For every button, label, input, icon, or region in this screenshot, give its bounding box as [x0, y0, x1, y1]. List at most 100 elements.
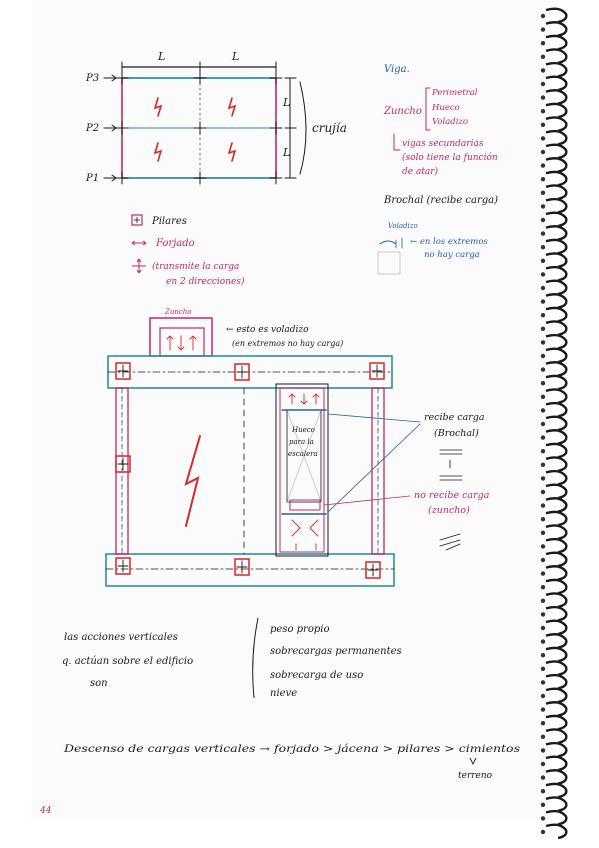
- spiral-loop: [545, 306, 568, 323]
- note-zuncho: Zuncho: [383, 106, 422, 117]
- spiral-hole: [540, 367, 546, 372]
- spiral-loop: [545, 646, 568, 663]
- plan-hueco-label: escalera: [288, 450, 318, 458]
- spiral-loop: [545, 497, 568, 513]
- spiral-loop: [545, 619, 568, 636]
- spiral-hole: [540, 258, 546, 263]
- spiral-loop: [545, 279, 568, 296]
- spiral-loop: [545, 565, 568, 581]
- spiral-loop: [545, 197, 568, 214]
- plan-recibe-carga: (Brochal): [434, 428, 479, 439]
- spiral-hole: [540, 272, 546, 277]
- note-voladizo: ← en los extremos: [410, 237, 488, 247]
- acciones-right: sobrecargas permanentes: [270, 646, 402, 657]
- top-grid-diagram: [103, 61, 307, 185]
- spiral-loop: [545, 741, 568, 758]
- spiral-loop: [545, 456, 568, 472]
- spiral-hole: [540, 109, 546, 114]
- spiral-loop: [545, 687, 568, 704]
- spiral-loop: [545, 320, 568, 336]
- spiral-loop: [545, 401, 568, 418]
- spiral-loop: [545, 129, 568, 146]
- floor-plan: [105, 317, 463, 587]
- note-voladizo: no hay carga: [424, 250, 480, 260]
- span-label: L: [231, 50, 239, 63]
- spiral-loop: [545, 823, 568, 840]
- spiral-hole: [540, 748, 546, 753]
- spiral-hole: [540, 721, 546, 726]
- spiral-loop: [545, 347, 568, 364]
- spiral-hole: [540, 68, 546, 73]
- plan-voladizo-note: ← esto es voladizo: [226, 325, 309, 335]
- spiral-hole: [540, 557, 546, 563]
- note-viga: Viga.: [384, 64, 410, 75]
- spiral-hole: [540, 54, 546, 59]
- spiral-loop: [545, 293, 568, 309]
- row-label-p3: P3: [85, 73, 99, 84]
- spiral-hole: [540, 122, 546, 128]
- spiral-hole: [540, 326, 546, 331]
- spiral-hole: [540, 476, 546, 481]
- spiral-hole: [540, 829, 546, 835]
- spiral-loop: [545, 551, 568, 568]
- spiral-loop: [545, 21, 568, 37]
- spiral-loop: [545, 701, 568, 717]
- spiral-hole: [540, 462, 546, 467]
- spiral-loop: [545, 673, 568, 690]
- spiral-hole: [540, 571, 546, 576]
- spiral-hole: [540, 163, 546, 168]
- note-brochal: Brochal (recibe carga): [383, 195, 498, 206]
- spiral-loop: [545, 211, 568, 228]
- spiral-hole: [540, 149, 546, 155]
- spiral-hole: [540, 639, 546, 644]
- spiral-loop: [545, 415, 568, 432]
- descenso-terreno: terreno: [458, 771, 493, 781]
- spiral-hole: [540, 136, 546, 141]
- plan-voladizo-note: (en extremos no hay carga): [232, 339, 343, 348]
- spiral-hole: [540, 449, 546, 454]
- spiral-loop: [545, 728, 568, 744]
- two-direction-arrow-icon: [132, 258, 146, 274]
- spiral-hole: [540, 625, 546, 631]
- spiral-loop: [545, 442, 568, 459]
- acciones-right: sobrecarga de uso: [270, 670, 363, 681]
- spiral-loop: [545, 809, 568, 826]
- spiral-hole: [540, 816, 546, 821]
- spiral-loop: [545, 116, 568, 132]
- spiral-hole: [540, 95, 546, 100]
- spiral-loop: [545, 265, 568, 282]
- spiral-hole: [540, 802, 546, 807]
- spiral-hole: [540, 231, 546, 236]
- spiral-hole: [540, 177, 546, 182]
- spiral-loop: [545, 796, 568, 812]
- spiral-loop: [545, 361, 568, 377]
- acciones-left: q. actúan sobre el edificio: [62, 656, 193, 667]
- spiral-hole: [540, 394, 546, 399]
- span-label: L: [282, 96, 290, 109]
- span-label: L: [157, 50, 165, 63]
- spiral-hole: [540, 585, 546, 590]
- pilar-icon: [131, 214, 143, 226]
- row-label-p1: P1: [85, 173, 99, 184]
- spiral-hole: [540, 666, 546, 671]
- spiral-loop: [545, 388, 568, 404]
- spiral-hole: [540, 408, 546, 413]
- spiral-hole: [540, 435, 546, 440]
- spiral-hole: [540, 245, 546, 250]
- spiral-loop: [545, 510, 568, 527]
- legend-transmite: en 2 direcciones): [166, 276, 245, 287]
- spiral-hole: [540, 761, 546, 767]
- spiral-hole: [540, 789, 546, 794]
- spiral-loop: [545, 184, 568, 200]
- spiral-hole: [540, 204, 546, 209]
- spiral-loop: [545, 578, 568, 595]
- spiral-loop: [545, 225, 568, 241]
- plan-zuncho-label: Zuncho: [164, 308, 192, 316]
- plan-hueco-label: Hueco: [291, 426, 315, 434]
- legend-transmite: (transmite la carga: [152, 261, 239, 272]
- spiral-loop: [545, 75, 568, 92]
- zuncho-type: Voladizo: [432, 117, 468, 127]
- note-vigas-secundarias: (solo tiene la función: [402, 152, 498, 163]
- spiral-loop: [545, 483, 568, 500]
